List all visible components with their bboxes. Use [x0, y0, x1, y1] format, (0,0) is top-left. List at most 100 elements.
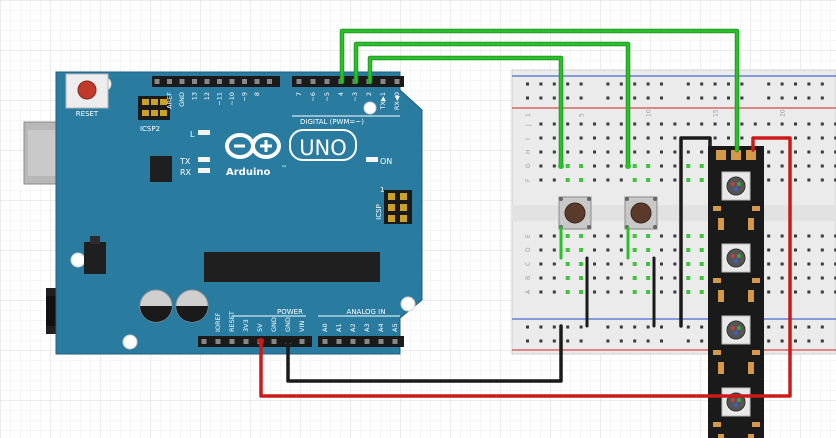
strip-pad	[731, 150, 741, 160]
connected-hole	[565, 234, 570, 238]
connected-hole	[565, 276, 570, 280]
icsp-header	[384, 190, 412, 224]
terminal-hole	[807, 290, 811, 294]
header-pin	[242, 79, 247, 84]
ws2812-led-strip	[708, 146, 764, 438]
rail-hole	[807, 339, 811, 343]
digital-header-label: DIGITAL (PWM=~)	[300, 118, 364, 126]
icsp2-header	[138, 96, 170, 120]
header-pin	[299, 339, 305, 344]
digital-pin-label: 7	[295, 92, 303, 96]
terminal-hole	[673, 164, 677, 168]
terminal-hole	[606, 262, 610, 266]
rail-hole	[700, 325, 704, 329]
terminal-hole	[673, 150, 677, 154]
rail-hole	[767, 339, 771, 343]
terminal-hole	[820, 262, 824, 266]
rail-hole	[807, 96, 811, 100]
on-label: ON	[380, 157, 392, 166]
row-letter: D	[525, 247, 532, 252]
terminal-hole	[767, 150, 771, 154]
header-pin	[296, 79, 302, 84]
row-letter: A	[525, 289, 532, 294]
trademark-mark: ™	[281, 165, 287, 172]
terminal-hole	[619, 122, 623, 126]
terminal-hole	[593, 178, 596, 182]
terminal-hole	[673, 136, 677, 140]
terminal-hole	[606, 164, 610, 168]
terminal-hole	[619, 290, 623, 294]
wire-gnd-ledstrip	[679, 136, 712, 328]
connected-hole	[565, 248, 570, 252]
rgb-led-pixel	[713, 171, 760, 230]
terminal-hole	[606, 248, 610, 252]
rail-hole	[727, 82, 730, 86]
rail-hole	[660, 96, 663, 100]
terminal-hole	[794, 248, 797, 252]
terminal-hole	[780, 122, 784, 126]
rail-hole	[552, 325, 556, 329]
rail-hole	[552, 339, 556, 343]
connected-hole	[565, 262, 570, 266]
terminal-hole	[807, 178, 811, 182]
rail-hole	[633, 325, 637, 329]
header-pin	[271, 339, 277, 344]
terminal-hole	[834, 248, 836, 252]
terminal-hole	[633, 150, 637, 154]
terminal-hole	[660, 276, 663, 280]
header-pin	[179, 79, 185, 84]
header-pin	[324, 79, 330, 84]
rail-hole	[606, 96, 610, 100]
rail-hole	[767, 96, 771, 100]
capacitor	[175, 289, 209, 323]
terminal-hole	[552, 136, 556, 140]
header-pin	[229, 79, 235, 84]
terminal-hole	[539, 164, 543, 168]
mount-hole	[122, 334, 138, 350]
terminal-hole	[552, 290, 556, 294]
header-pin	[378, 339, 384, 344]
rail-hole	[780, 325, 784, 329]
terminal-hole	[807, 234, 811, 238]
terminal-hole	[646, 122, 650, 126]
regulator-tab	[90, 236, 100, 244]
connected-hole	[699, 290, 704, 294]
power-pin-label: GND	[270, 317, 278, 332]
analog-pin-label: A2	[349, 323, 357, 332]
rail-hole	[686, 339, 690, 343]
rail-hole	[794, 96, 797, 100]
terminal-hole	[794, 276, 797, 280]
terminal-hole	[794, 122, 797, 126]
terminal-hole	[686, 150, 690, 154]
rail-hole	[539, 325, 543, 329]
rail-hole	[552, 82, 556, 86]
terminal-hole	[566, 150, 570, 154]
terminal-hole	[606, 136, 610, 140]
terminal-hole	[794, 234, 797, 238]
rgb-led-pixel	[713, 315, 760, 374]
power-pin-label: RESET	[228, 311, 236, 332]
connected-hole	[646, 276, 651, 280]
rail-hole	[767, 325, 771, 329]
terminal-hole	[606, 122, 610, 126]
capacitor	[139, 289, 173, 323]
digital-pin-label: 8	[253, 92, 261, 96]
terminal-hole	[767, 290, 771, 294]
terminal-hole	[820, 164, 824, 168]
connected-hole	[579, 248, 584, 252]
rail-hole	[566, 96, 570, 100]
connected-hole	[632, 234, 637, 238]
push-button-right	[624, 196, 658, 230]
rail-hole	[713, 82, 717, 86]
connected-hole	[632, 164, 637, 168]
power-pin-label: 3V3	[242, 319, 250, 332]
connected-hole	[646, 262, 651, 266]
terminal-hole	[619, 150, 623, 154]
terminal-hole	[820, 290, 824, 294]
rail-hole	[646, 82, 650, 86]
terminal-hole	[834, 290, 836, 294]
header-pin	[201, 339, 207, 344]
rail-hole	[686, 82, 690, 86]
connected-hole	[632, 290, 637, 294]
